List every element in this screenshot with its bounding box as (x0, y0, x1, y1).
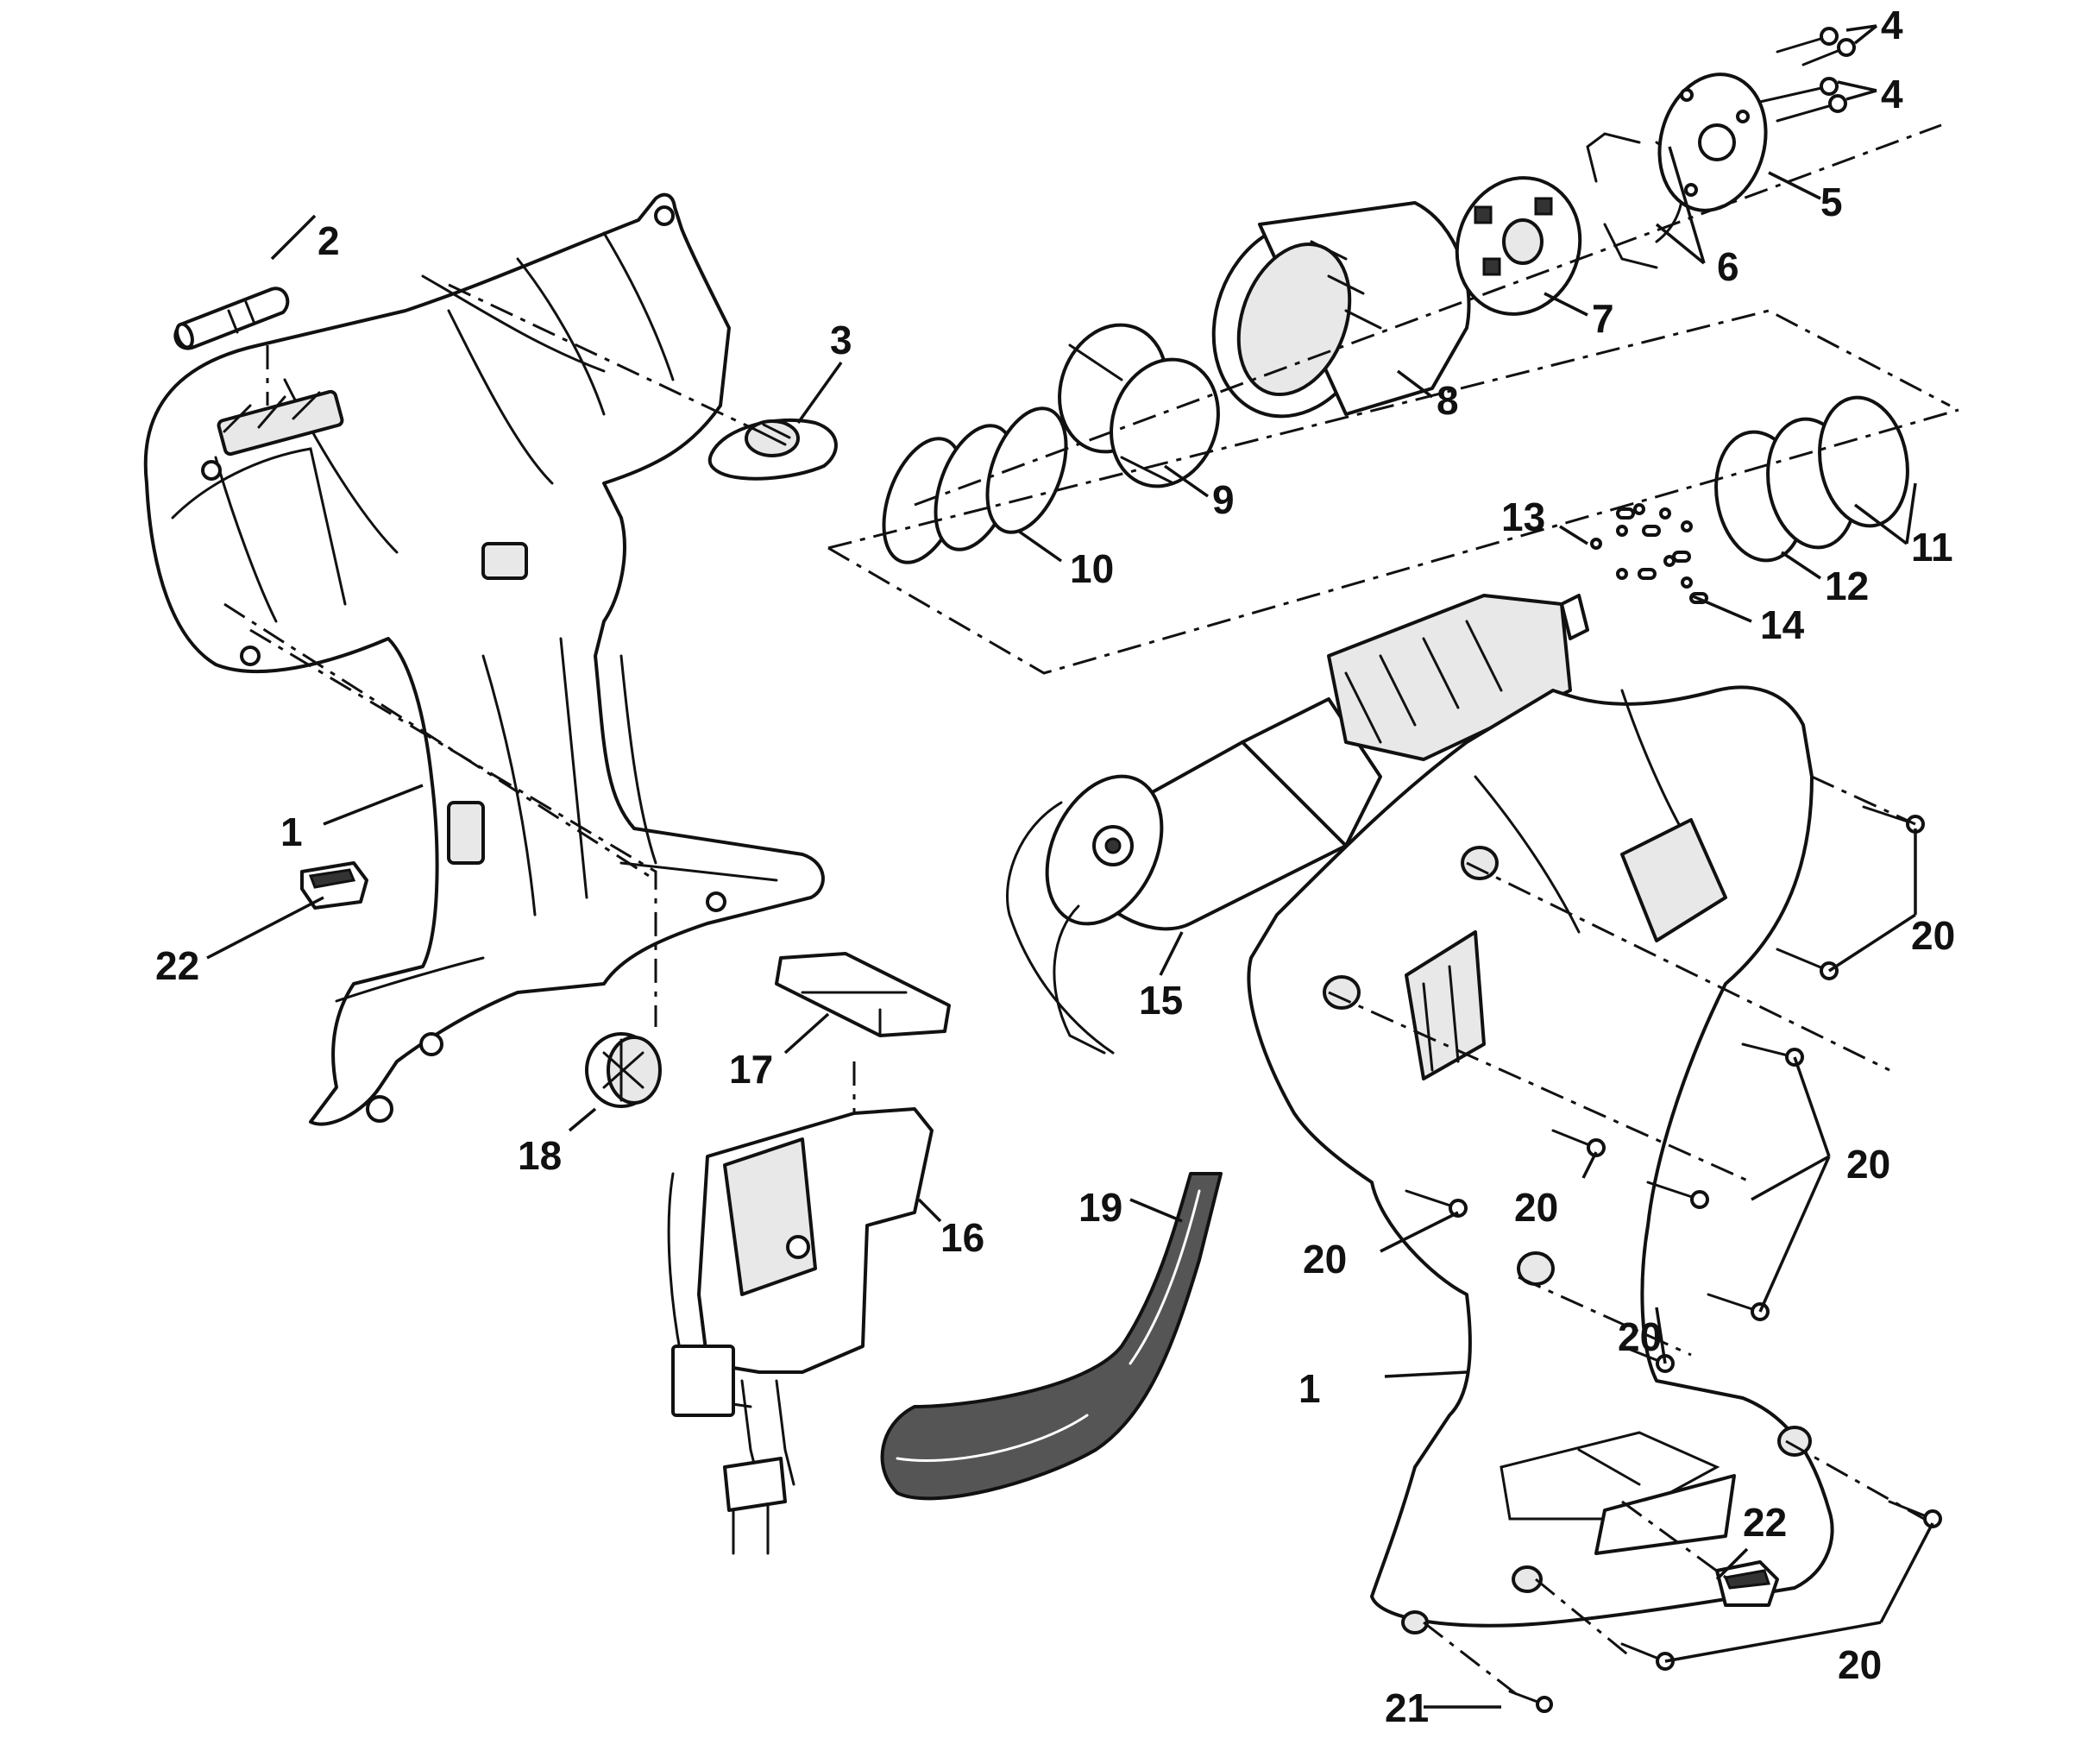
callout-20b: 20 (1846, 1142, 1890, 1187)
callout-20c: 20 (1514, 1185, 1558, 1230)
right-housing-half (1247, 685, 1834, 1634)
callout-4a: 4 (1881, 3, 1903, 47)
screw-21 (1508, 1690, 1553, 1713)
leader-lines (206, 24, 1934, 1709)
callout-7: 7 (1592, 296, 1614, 341)
callout-5: 5 (1820, 180, 1843, 224)
callout-14: 14 (1760, 602, 1805, 647)
callout-19: 19 (1078, 1185, 1122, 1230)
callout-22b: 22 (1743, 1500, 1787, 1545)
left-housing-half (143, 192, 825, 1126)
callout-17: 17 (729, 1047, 773, 1092)
callout-22a: 22 (155, 943, 199, 988)
callout-12: 12 (1825, 564, 1869, 608)
callout-15: 15 (1139, 978, 1183, 1023)
callout-9: 9 (1212, 477, 1235, 522)
callout-18: 18 (518, 1133, 562, 1178)
callout-10: 10 (1070, 546, 1114, 591)
latch-right (1715, 1560, 1779, 1607)
motor-assembly (1006, 594, 1589, 1055)
trigger-switch (667, 1107, 934, 1555)
plate-7 (1455, 176, 1582, 316)
reverse-button (775, 952, 951, 1037)
callout-20a: 20 (1911, 913, 1955, 958)
callout-13: 13 (1501, 494, 1545, 539)
speed-selector (707, 419, 838, 481)
callout-labels: 1 1 2 3 4 4 5 6 7 8 9 10 11 12 13 14 15 … (155, 3, 1955, 1730)
ring-gear-9 (1058, 323, 1220, 488)
gear-case-8 (1211, 201, 1471, 419)
gear-knob (585, 1032, 662, 1108)
rings-10 (882, 406, 1068, 564)
cord (880, 1172, 1223, 1501)
latch-left (300, 861, 368, 910)
callout-2: 2 (318, 218, 340, 263)
callout-20d: 20 (1303, 1237, 1347, 1282)
callout-1a: 1 (280, 809, 303, 854)
balls-13-14 (1590, 503, 1708, 604)
callout-1b: 1 (1298, 1366, 1321, 1411)
screws-4 (1758, 27, 1856, 123)
callout-20f: 20 (1838, 1642, 1882, 1687)
callout-6: 6 (1717, 244, 1739, 289)
assembly-lines (223, 123, 1959, 1697)
callout-21: 21 (1385, 1685, 1429, 1730)
callout-16: 16 (940, 1215, 984, 1260)
roll-pin (173, 287, 290, 350)
callout-3: 3 (830, 318, 852, 362)
screws-20 (1405, 805, 1942, 1671)
callout-20e: 20 (1618, 1314, 1662, 1359)
rings-11-12 (1714, 395, 1909, 563)
callout-4b: 4 (1881, 72, 1903, 117)
callout-8: 8 (1437, 378, 1459, 423)
callout-11: 11 (1911, 525, 1953, 570)
plate-5 (1657, 72, 1768, 212)
